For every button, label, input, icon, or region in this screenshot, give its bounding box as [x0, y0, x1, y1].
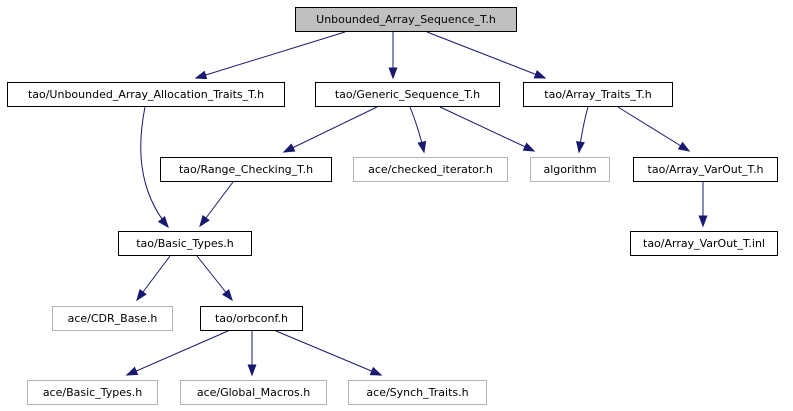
node-array-varout-h[interactable]: tao/Array_VarOut_T.h	[633, 157, 778, 182]
edge-generic-sequence-to-checked-iterator	[409, 106, 427, 154]
edge-array-traits-to-array-varout	[617, 106, 691, 152]
node-array-varout-inl[interactable]: tao/Array_VarOut_T.inl	[630, 231, 778, 256]
edge-range-checking-to-basic-types	[199, 181, 234, 228]
node-range-checking[interactable]: tao/Range_Checking_T.h	[160, 157, 332, 182]
edge-orbconf-to-ace-synch-traits	[275, 330, 383, 376]
edge-basic-types-to-cdr-base	[136, 255, 171, 302]
edge-generic-sequence-to-range-checking	[282, 106, 378, 153]
edge-orbconf-to-ace-basic-types	[125, 330, 229, 376]
edge-unbounded-array-allocation-traits-to-basic-types	[140, 106, 169, 229]
node-algorithm: algorithm	[530, 157, 610, 182]
node-generic-sequence[interactable]: tao/Generic_Sequence_T.h	[315, 82, 500, 107]
node-unbounded-array-sequence: Unbounded_Array_Sequence_T.h	[295, 7, 517, 32]
node-array-traits[interactable]: tao/Array_Traits_T.h	[523, 82, 673, 107]
node-checked-iterator: ace/checked_iterator.h	[353, 157, 508, 182]
edge-basic-types-to-orbconf	[196, 255, 233, 302]
node-cdr-base: ace/CDR_Base.h	[52, 306, 173, 331]
edge-root-to-array-traits	[426, 31, 547, 79]
node-orbconf[interactable]: tao/orbconf.h	[200, 306, 303, 331]
node-ace-basic-types: ace/Basic_Types.h	[27, 380, 158, 405]
node-ace-global-macros: ace/Global_Macros.h	[180, 380, 327, 405]
edge-generic-sequence-to-algorithm	[439, 106, 536, 152]
edge-root-to-unbounded-array-allocation-traits	[194, 31, 346, 80]
node-ace-synch-traits: ace/Synch_Traits.h	[348, 380, 487, 405]
node-basic-types[interactable]: tao/Basic_Types.h	[118, 231, 252, 256]
node-unbounded-array-allocation-traits[interactable]: tao/Unbounded_Array_Allocation_Traits_T.…	[7, 82, 285, 107]
edge-array-traits-to-algorithm	[576, 106, 589, 154]
